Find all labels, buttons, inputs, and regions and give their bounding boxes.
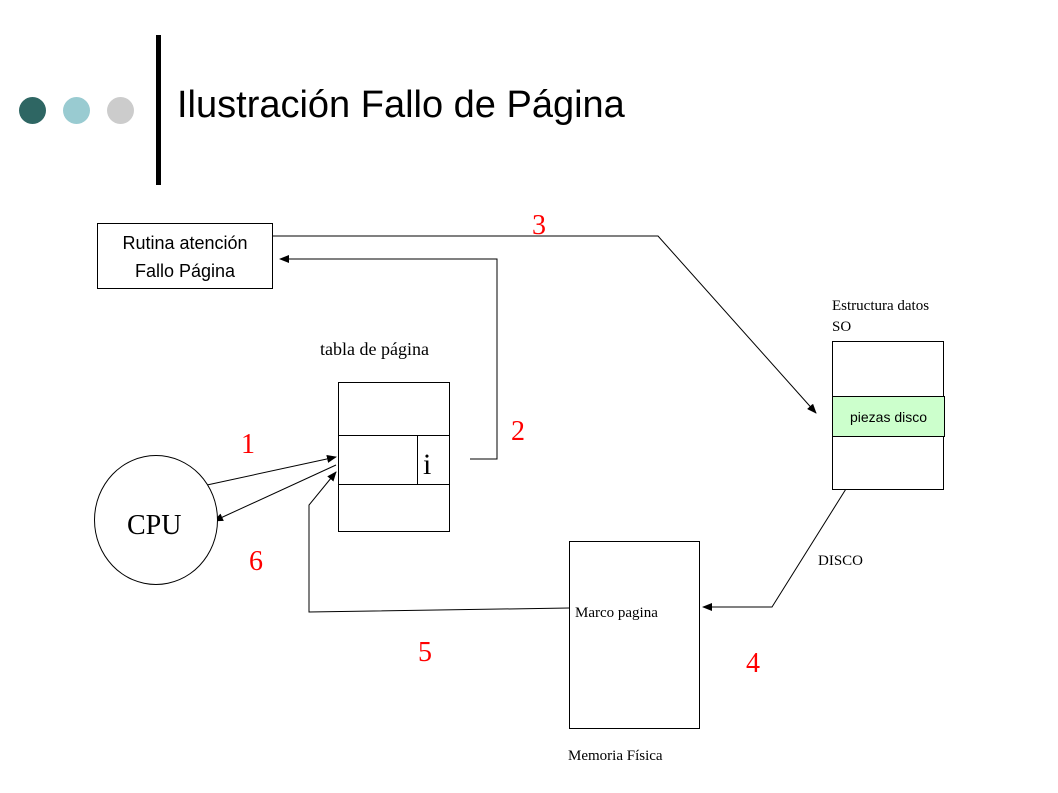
arrow-step-6 bbox=[213, 464, 337, 522]
piezas-disco-label: piezas disco bbox=[849, 409, 928, 425]
arrow-step-4 bbox=[702, 440, 877, 611]
rutina-label-line1: Rutina atención bbox=[122, 233, 248, 253]
step-number-3: 3 bbox=[532, 210, 546, 241]
memoria-fisica-label: Memoria Física bbox=[568, 748, 663, 764]
decor-dot-teal bbox=[63, 97, 90, 124]
decor-dot-dark bbox=[19, 97, 46, 124]
disco-label: DISCO bbox=[818, 553, 864, 569]
arrow-step-2 bbox=[279, 255, 498, 460]
arrow-step-5 bbox=[308, 471, 570, 613]
marco-pagina-label: Marco pagina bbox=[575, 605, 658, 621]
estructura-datos-label: Estructura datos SO bbox=[832, 296, 929, 338]
step-number-6: 6 bbox=[249, 546, 263, 577]
estructura-label-line1: Estructura datos bbox=[832, 298, 930, 314]
arrow-step-3 bbox=[273, 235, 817, 414]
cpu-circle bbox=[94, 455, 218, 585]
step-number-2: 2 bbox=[511, 416, 525, 447]
piezas-disco-cell: piezas disco bbox=[832, 396, 945, 437]
arrow-step-1 bbox=[206, 455, 337, 486]
tabla-pagina-label: tabla de página bbox=[320, 339, 429, 359]
title-divider bbox=[156, 35, 161, 185]
step-number-5: 5 bbox=[418, 637, 432, 668]
cpu-label: CPU bbox=[127, 510, 182, 541]
rutina-label-line2: Fallo Página bbox=[134, 261, 236, 281]
page-table-row-top-line bbox=[338, 435, 450, 436]
page-table bbox=[338, 382, 450, 532]
decor-dot-gray bbox=[107, 97, 134, 124]
page-entry-label: i bbox=[423, 448, 432, 481]
step-number-1: 1 bbox=[241, 429, 255, 460]
page-table-bit-divider bbox=[417, 435, 418, 484]
step-number-4: 4 bbox=[746, 648, 760, 679]
rutina-atencion-box: Rutina atención Fallo Página bbox=[97, 223, 273, 289]
slide-title: Ilustración Fallo de Página bbox=[177, 84, 625, 126]
memoria-fisica-box bbox=[569, 541, 700, 729]
page-table-row-bottom-line bbox=[338, 484, 450, 485]
estructura-label-line2: SO bbox=[832, 319, 852, 335]
